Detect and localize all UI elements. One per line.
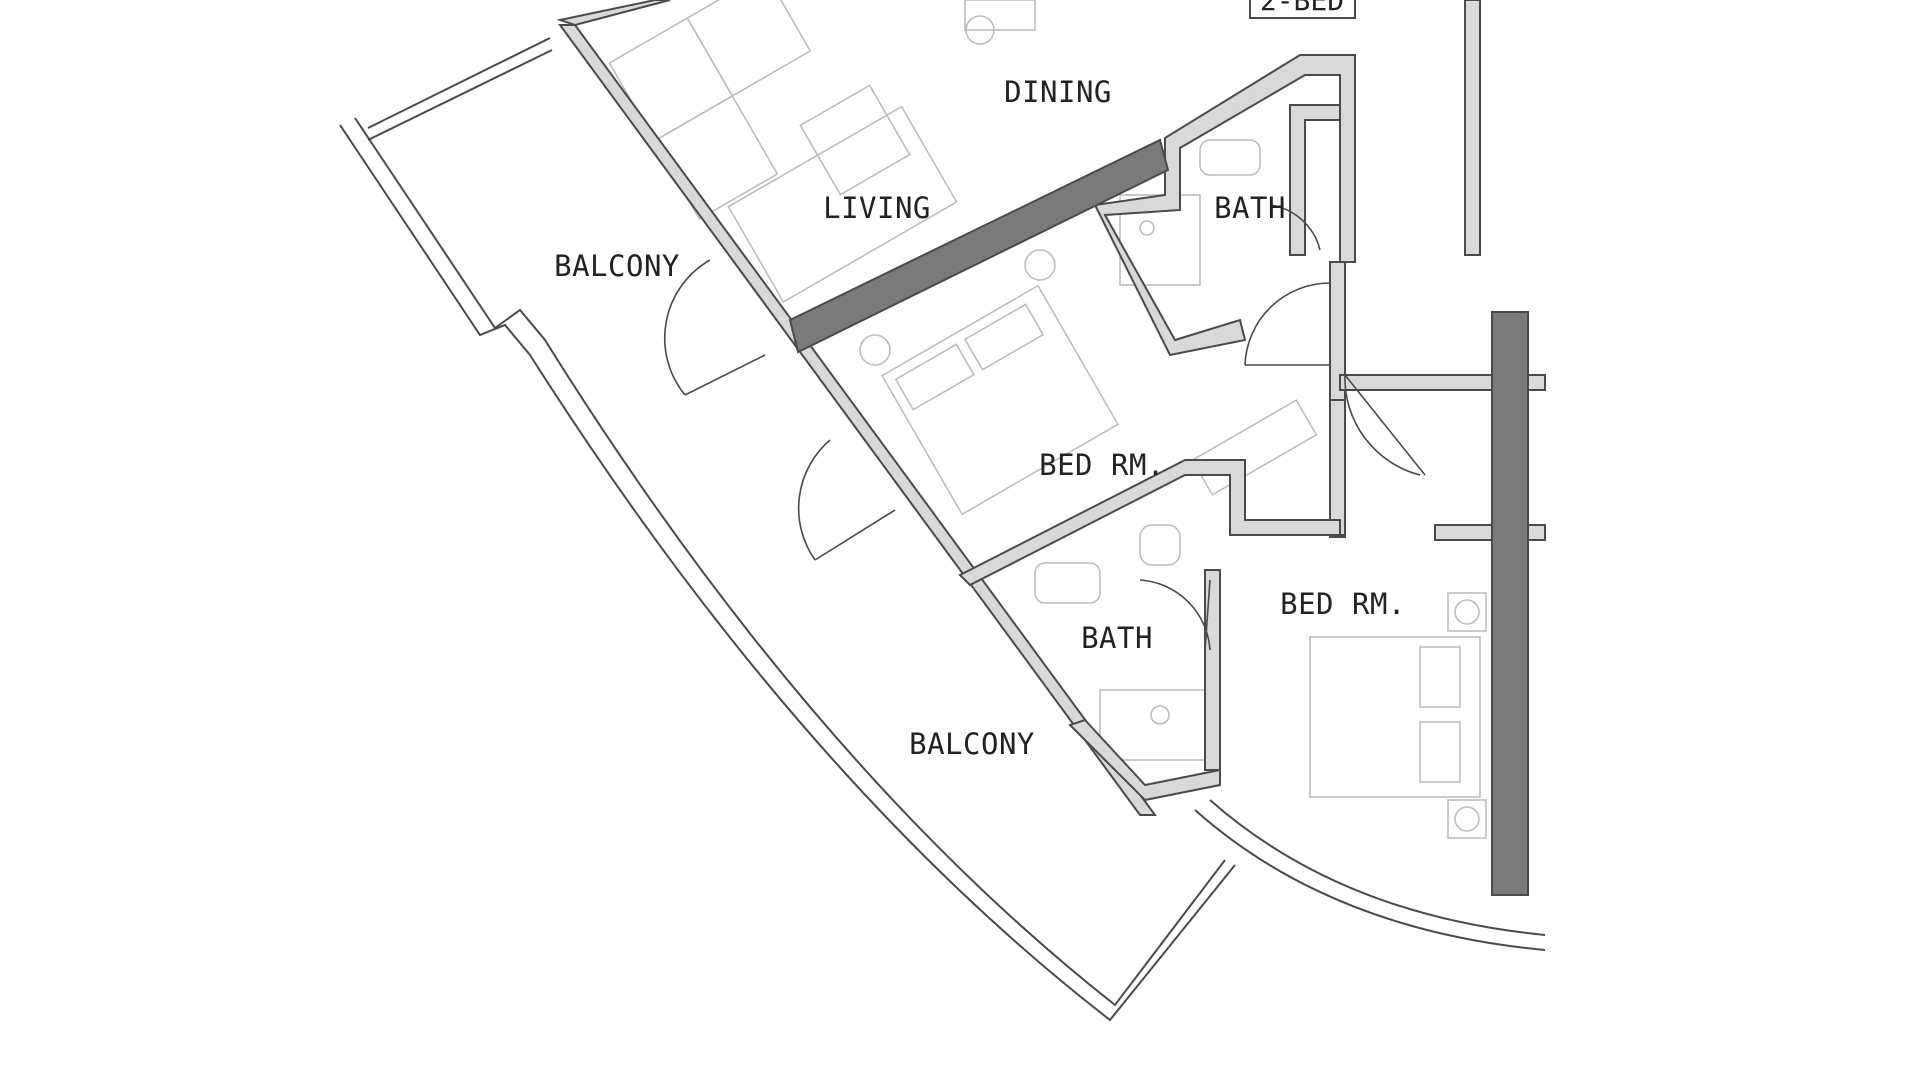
unit-tag-box <box>1249 0 1356 19</box>
bed-1-partition <box>958 459 1341 587</box>
top-wall <box>556 0 671 27</box>
bed-2-door[interactable] <box>1344 374 1426 476</box>
room-labels: DINING LIVING BATH BALCONY BED RM. BED R… <box>554 75 1406 761</box>
bed-2 <box>1309 636 1481 798</box>
bath-2-wc <box>1139 524 1181 566</box>
nightstand-2a <box>1447 592 1487 632</box>
bath-2-partition <box>1204 569 1221 771</box>
room-label-living: LIVING <box>823 191 931 225</box>
room-label-bath-2: BATH <box>1081 621 1153 655</box>
wall-layer <box>556 0 1546 951</box>
bath-2-door[interactable] <box>1139 579 1211 651</box>
column-layer <box>788 138 1529 896</box>
bath-1-wall <box>1093 54 1356 357</box>
bed-2-pillow-b <box>1419 721 1461 783</box>
bath-2-basin <box>1034 562 1101 604</box>
bed-1 <box>880 284 1120 516</box>
core-wall-2 <box>1329 399 1346 536</box>
bed-2-pillow-a <box>1419 646 1461 708</box>
living-rug <box>727 105 958 304</box>
nightstand-2b <box>1447 799 1487 839</box>
nightstand-1b <box>1024 249 1056 281</box>
balcony-door-2[interactable] <box>797 439 896 561</box>
room-label-dining: DINING <box>1004 75 1112 109</box>
right-column <box>1491 311 1529 896</box>
bath-1-partition <box>1289 104 1341 256</box>
room-label-balcony-1: BALCONY <box>554 249 680 283</box>
room-label-bed-rm-1: BED RM. <box>1039 448 1165 482</box>
door-layer <box>663 204 1426 651</box>
nightstand-1a <box>859 334 891 366</box>
balcony-door-1[interactable] <box>663 259 766 396</box>
closet-1 <box>1191 399 1318 496</box>
room-label-bed-rm-2: BED RM. <box>1280 587 1406 621</box>
dining-chair <box>965 15 995 45</box>
unit-tag: 2-BED <box>1249 0 1356 19</box>
bath-1-inner-door[interactable] <box>1269 204 1321 251</box>
balcony-outer <box>339 124 1236 1022</box>
facade-wall <box>558 24 1157 816</box>
bath-1-basin <box>1199 139 1261 176</box>
room-label-balcony-2: BALCONY <box>909 727 1035 761</box>
balcony-layer <box>339 37 1236 1022</box>
living-bed-column <box>788 138 1170 354</box>
balcony-inner <box>354 117 1226 1007</box>
unit-tag-text: 2-BED <box>1260 0 1344 17</box>
curved-wall-inner <box>1209 799 1546 936</box>
room-label-bath-1: BATH <box>1214 191 1286 225</box>
curved-wall <box>1194 809 1546 951</box>
dining-table <box>964 0 1036 31</box>
furniture-layer <box>608 0 1487 839</box>
upper-right-wall <box>1464 0 1481 256</box>
bath-1-door[interactable] <box>1244 282 1331 366</box>
bath-2-bottom-wall <box>1068 718 1221 802</box>
coffee-table <box>799 84 911 196</box>
